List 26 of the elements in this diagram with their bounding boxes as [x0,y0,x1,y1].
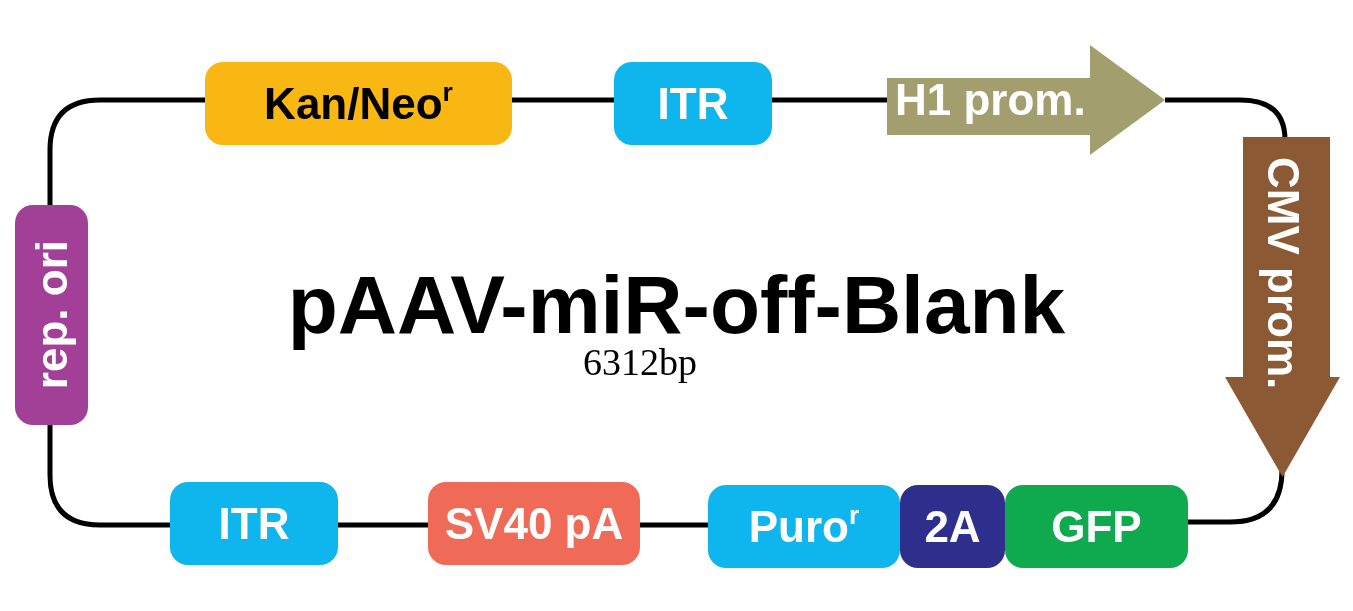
feature-box [900,485,1005,568]
feature-label: CMV prom. [1260,157,1305,390]
feature-label: ITR [657,81,729,126]
feature-label: GFP [1051,504,1142,549]
feature-box [708,485,900,568]
feature-box [1005,485,1188,568]
backbone-line [640,522,708,528]
feature-label: rep. ori [29,240,74,390]
feature-label: H1 prom. [895,78,1086,122]
feature-label: SV40 pA [444,501,624,546]
feature-box [170,482,338,565]
promoter-arrow [1225,137,1340,477]
feature-label: 2A [924,504,981,549]
feature-box [614,62,772,145]
promoter-arrow [887,45,1165,155]
backbone-line [338,522,428,528]
feature-label: ITR [218,501,290,546]
backbone-line [47,97,205,205]
backbone-line [772,97,887,103]
feature-box [15,205,88,425]
backbone-line [47,425,170,528]
feature-box [428,482,640,565]
feature-label: Puro$^{r}$ [748,504,860,549]
feature-box [205,62,512,145]
feature-label: Kan/Neo$^{r}$ [264,81,453,126]
backbone-line [512,97,614,103]
